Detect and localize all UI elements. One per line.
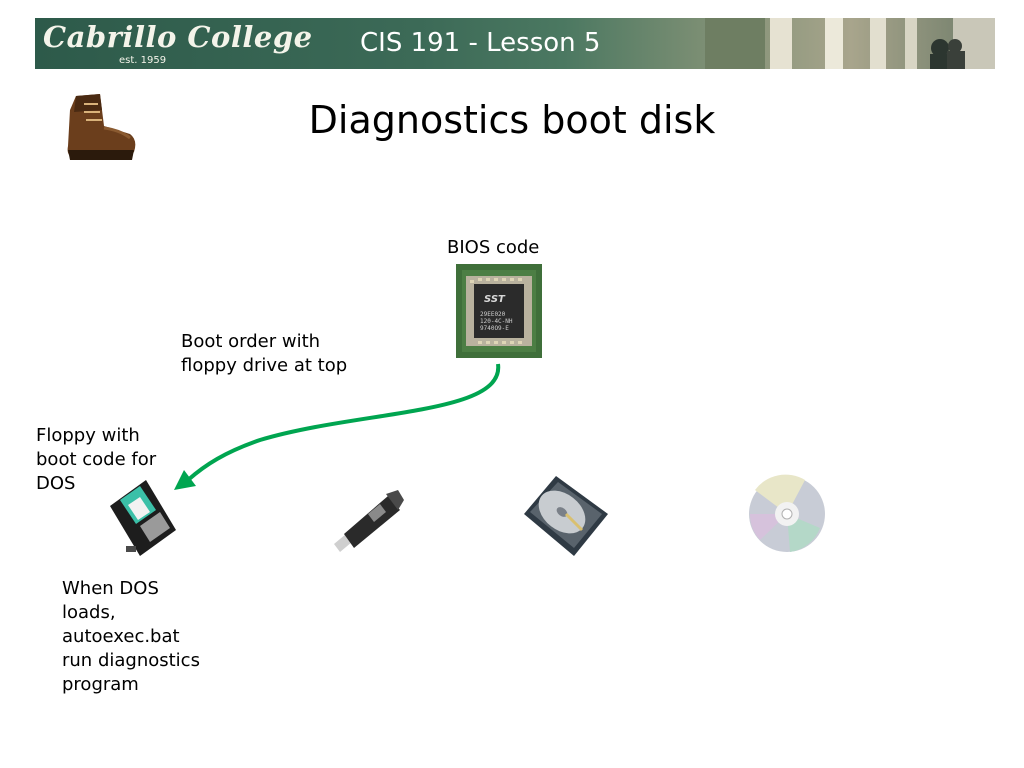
- page-title: Diagnostics boot disk: [308, 98, 716, 142]
- logo-est: est. 1959: [119, 55, 167, 66]
- cd-icon: [749, 474, 825, 552]
- logo: Cabrillo College: [43, 20, 313, 54]
- hard-drive-icon: [524, 476, 608, 556]
- dos-note-line-1: When DOS: [62, 578, 159, 599]
- course-title: CIS 191 - Lesson 5: [360, 28, 601, 58]
- dos-note-line-5: program: [62, 674, 139, 695]
- floppy-label-line-2: boot code for: [36, 449, 157, 470]
- floppy-label-line-3: DOS: [36, 473, 76, 494]
- dos-note-line-3: autoexec.bat: [62, 626, 180, 647]
- chip-line-1: 29EE020: [480, 311, 506, 318]
- bios-label: BIOS code: [447, 237, 540, 258]
- dos-note-line-2: loads,: [62, 602, 116, 623]
- floppy-label-line-1: Floppy with: [36, 425, 140, 446]
- boot-order-line-1: Boot order with: [181, 331, 321, 352]
- svg-text:SST: SST: [484, 294, 506, 305]
- bios-chip-icon: SST 29EE020 120-4C-NH 9740O9-E: [456, 264, 542, 358]
- floppy-disk-icon: [110, 480, 176, 556]
- chip-line-3: 9740O9-E: [480, 325, 509, 332]
- boot-order-label: Boot order with floppy drive at top: [181, 330, 391, 378]
- boot-order-arrow: [174, 363, 501, 490]
- boot-icon: [67, 94, 136, 160]
- chip-line-2: 120-4C-NH: [480, 318, 513, 325]
- header-banner: Cabrillo College est. 1959 CIS 191 - Les…: [35, 18, 995, 69]
- floppy-label: Floppy with boot code for DOS: [36, 424, 186, 496]
- boot-order-line-2: floppy drive at top: [181, 355, 348, 376]
- usb-drive-icon: [334, 490, 404, 552]
- dos-note: When DOS loads, autoexec.bat run diagnos…: [62, 577, 232, 697]
- banner-photo: [705, 18, 995, 69]
- dos-note-line-4: run diagnostics: [62, 650, 200, 671]
